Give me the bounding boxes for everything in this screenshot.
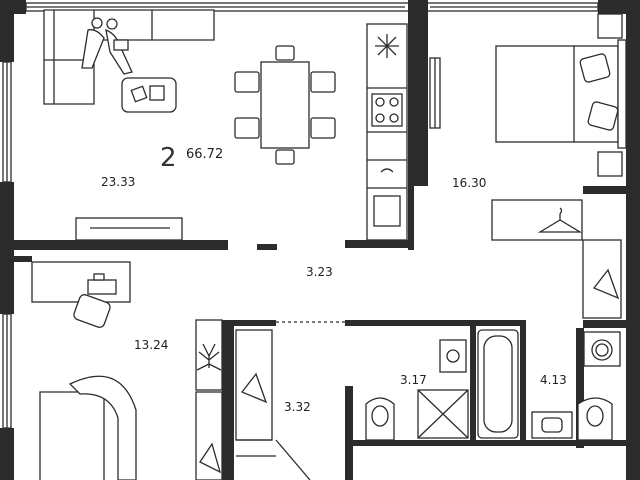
- people-icon: [81, 17, 133, 75]
- shower-icon: [417, 389, 469, 439]
- study-area-label: 13.24: [134, 338, 168, 352]
- bathroom-shower-area-label: 3.17: [400, 373, 427, 387]
- sink-icon: [380, 168, 394, 173]
- bed-icon: [495, 39, 627, 149]
- window-icon: [2, 2, 599, 429]
- washing-machine-icon: [583, 331, 621, 367]
- nightstand: [597, 13, 623, 177]
- snowflake-icon: [375, 34, 399, 58]
- hallway-area-label: 3.23: [306, 265, 333, 279]
- desk-icon: [31, 261, 131, 303]
- wardrobe-icon: [491, 199, 622, 319]
- hanger-icon: [537, 207, 620, 300]
- armchair-icon: [39, 375, 137, 480]
- plant-icon: [195, 319, 223, 480]
- sink-icon: [439, 339, 467, 373]
- bathroom-bath-area-label: 4.13: [540, 373, 567, 387]
- living-room-area-label: 23.33: [101, 175, 135, 189]
- tv-icon: [429, 57, 441, 129]
- chair-icon: [234, 45, 336, 165]
- bathtub-icon: [477, 329, 519, 439]
- total-area-label: 66.72: [186, 147, 223, 162]
- door-swing: [236, 439, 311, 480]
- kitchen-counter: [366, 23, 408, 241]
- room-count-label: 2: [160, 143, 177, 173]
- wardrobe-area-label: 3.32: [284, 400, 311, 414]
- coffee-table-icon: [121, 77, 177, 113]
- toilet-icon: [365, 397, 613, 441]
- closet-icon: [235, 329, 273, 441]
- tv-icon: [75, 217, 183, 241]
- dining-table-icon: [260, 61, 310, 149]
- office-chair-icon: [73, 294, 111, 328]
- bedroom-area-label: 16.30: [452, 176, 486, 190]
- pillow-icon: [579, 53, 619, 131]
- hanger-icon: [199, 372, 268, 474]
- sink-icon: [531, 411, 573, 439]
- stove-icon: [371, 93, 403, 127]
